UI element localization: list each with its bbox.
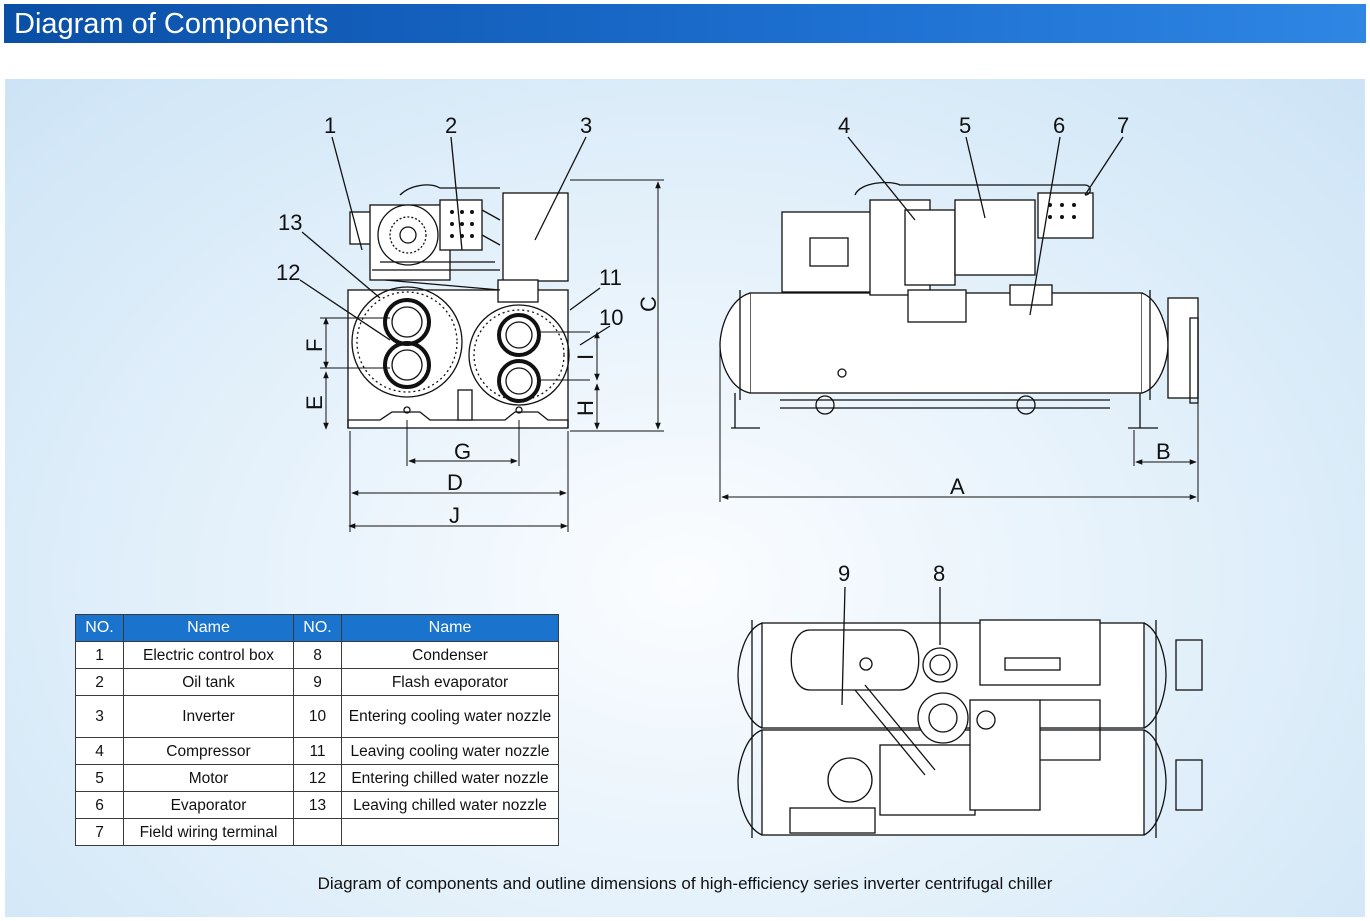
- dim-label-j: J: [449, 503, 460, 528]
- cell-no: 11: [293, 737, 342, 765]
- page-title: Diagram of Components: [14, 8, 329, 40]
- cell-name: Entering cooling water nozzle: [341, 695, 559, 738]
- header-bar: Diagram of Components: [4, 4, 1366, 43]
- cell-no: 4: [75, 737, 124, 765]
- cell-name: Leaving chilled water nozzle: [341, 791, 559, 819]
- cell-no: 1: [75, 641, 124, 669]
- callout-7: 7: [1117, 113, 1129, 138]
- dim-label-h: H: [573, 400, 598, 416]
- table-header-row: NO. Name NO. Name: [75, 614, 559, 642]
- cell-name: Field wiring terminal: [123, 818, 294, 846]
- callout-10: 10: [599, 305, 623, 330]
- header-no-1: NO.: [75, 614, 124, 642]
- cell-name: [341, 818, 559, 846]
- table-row: 3 Inverter 10 Entering cooling water noz…: [75, 695, 559, 738]
- cell-name: Entering chilled water nozzle: [341, 764, 559, 792]
- dim-label-d: D: [447, 470, 463, 495]
- cell-no: 6: [75, 791, 124, 819]
- header-name-2: Name: [341, 614, 559, 642]
- cell-no: 7: [75, 818, 124, 846]
- table-row: 2 Oil tank 9 Flash evaporator: [75, 668, 559, 696]
- dim-label-c: C: [636, 296, 661, 312]
- table-row: 1 Electric control box 8 Condenser: [75, 641, 559, 669]
- callout-5: 5: [959, 113, 971, 138]
- callout-8: 8: [933, 561, 945, 586]
- dim-label-i: I: [573, 354, 598, 360]
- figure-caption: Diagram of components and outline dimens…: [317, 874, 1053, 893]
- cell-no: 10: [293, 695, 342, 738]
- cell-no: 2: [75, 668, 124, 696]
- cell-name: Evaporator: [123, 791, 294, 819]
- dim-label-b: B: [1156, 439, 1171, 464]
- header-name-1: Name: [123, 614, 294, 642]
- cell-no: 8: [293, 641, 342, 669]
- cell-no: 12: [293, 764, 342, 792]
- side-dimensions: [719, 345, 1199, 502]
- cell-no: 13: [293, 791, 342, 819]
- cell-no: 9: [293, 668, 342, 696]
- callout-numbers: 1 2 3 4 5 6 7 8 9 10 11 12 13: [276, 113, 1129, 586]
- callout-12: 12: [276, 260, 300, 285]
- dim-label-g: G: [454, 439, 471, 464]
- dim-label-a: A: [950, 474, 965, 499]
- cell-no: 5: [75, 764, 124, 792]
- top-view: [737, 586, 1203, 838]
- header-no-2: NO.: [293, 614, 342, 642]
- front-dimensions: [320, 179, 664, 532]
- cell-name: Leaving cooling water nozzle: [341, 737, 559, 765]
- callout-9: 9: [838, 561, 850, 586]
- table-row: 4 Compressor 11 Leaving cooling water no…: [75, 737, 559, 765]
- cell-no: 3: [75, 695, 124, 738]
- cell-name: Motor: [123, 764, 294, 792]
- dim-label-e: E: [302, 395, 327, 410]
- front-view: [299, 136, 611, 429]
- dimension-labels: A B C D E F G H I J: [302, 296, 1171, 528]
- callout-3: 3: [580, 113, 592, 138]
- callout-11: 11: [599, 265, 622, 290]
- cell-name: Oil tank: [123, 668, 294, 696]
- cell-name: Electric control box: [123, 641, 294, 669]
- components-table: NO. Name NO. Name 1 Electric control box…: [75, 614, 559, 846]
- callout-2: 2: [445, 113, 457, 138]
- table-row: 7 Field wiring terminal: [75, 818, 559, 846]
- dim-label-f: F: [302, 339, 327, 352]
- callout-1: 1: [324, 113, 336, 138]
- cell-name: Inverter: [123, 695, 294, 738]
- cell-name: Flash evaporator: [341, 668, 559, 696]
- cell-name: Compressor: [123, 737, 294, 765]
- callout-13: 13: [278, 210, 302, 235]
- callout-6: 6: [1053, 113, 1065, 138]
- table-row: 6 Evaporator 13 Leaving chilled water no…: [75, 791, 559, 819]
- side-view: [719, 136, 1199, 429]
- callout-4: 4: [838, 113, 850, 138]
- cell-name: Condenser: [341, 641, 559, 669]
- cell-no: [293, 818, 342, 846]
- table-row: 5 Motor 12 Entering chilled water nozzle: [75, 764, 559, 792]
